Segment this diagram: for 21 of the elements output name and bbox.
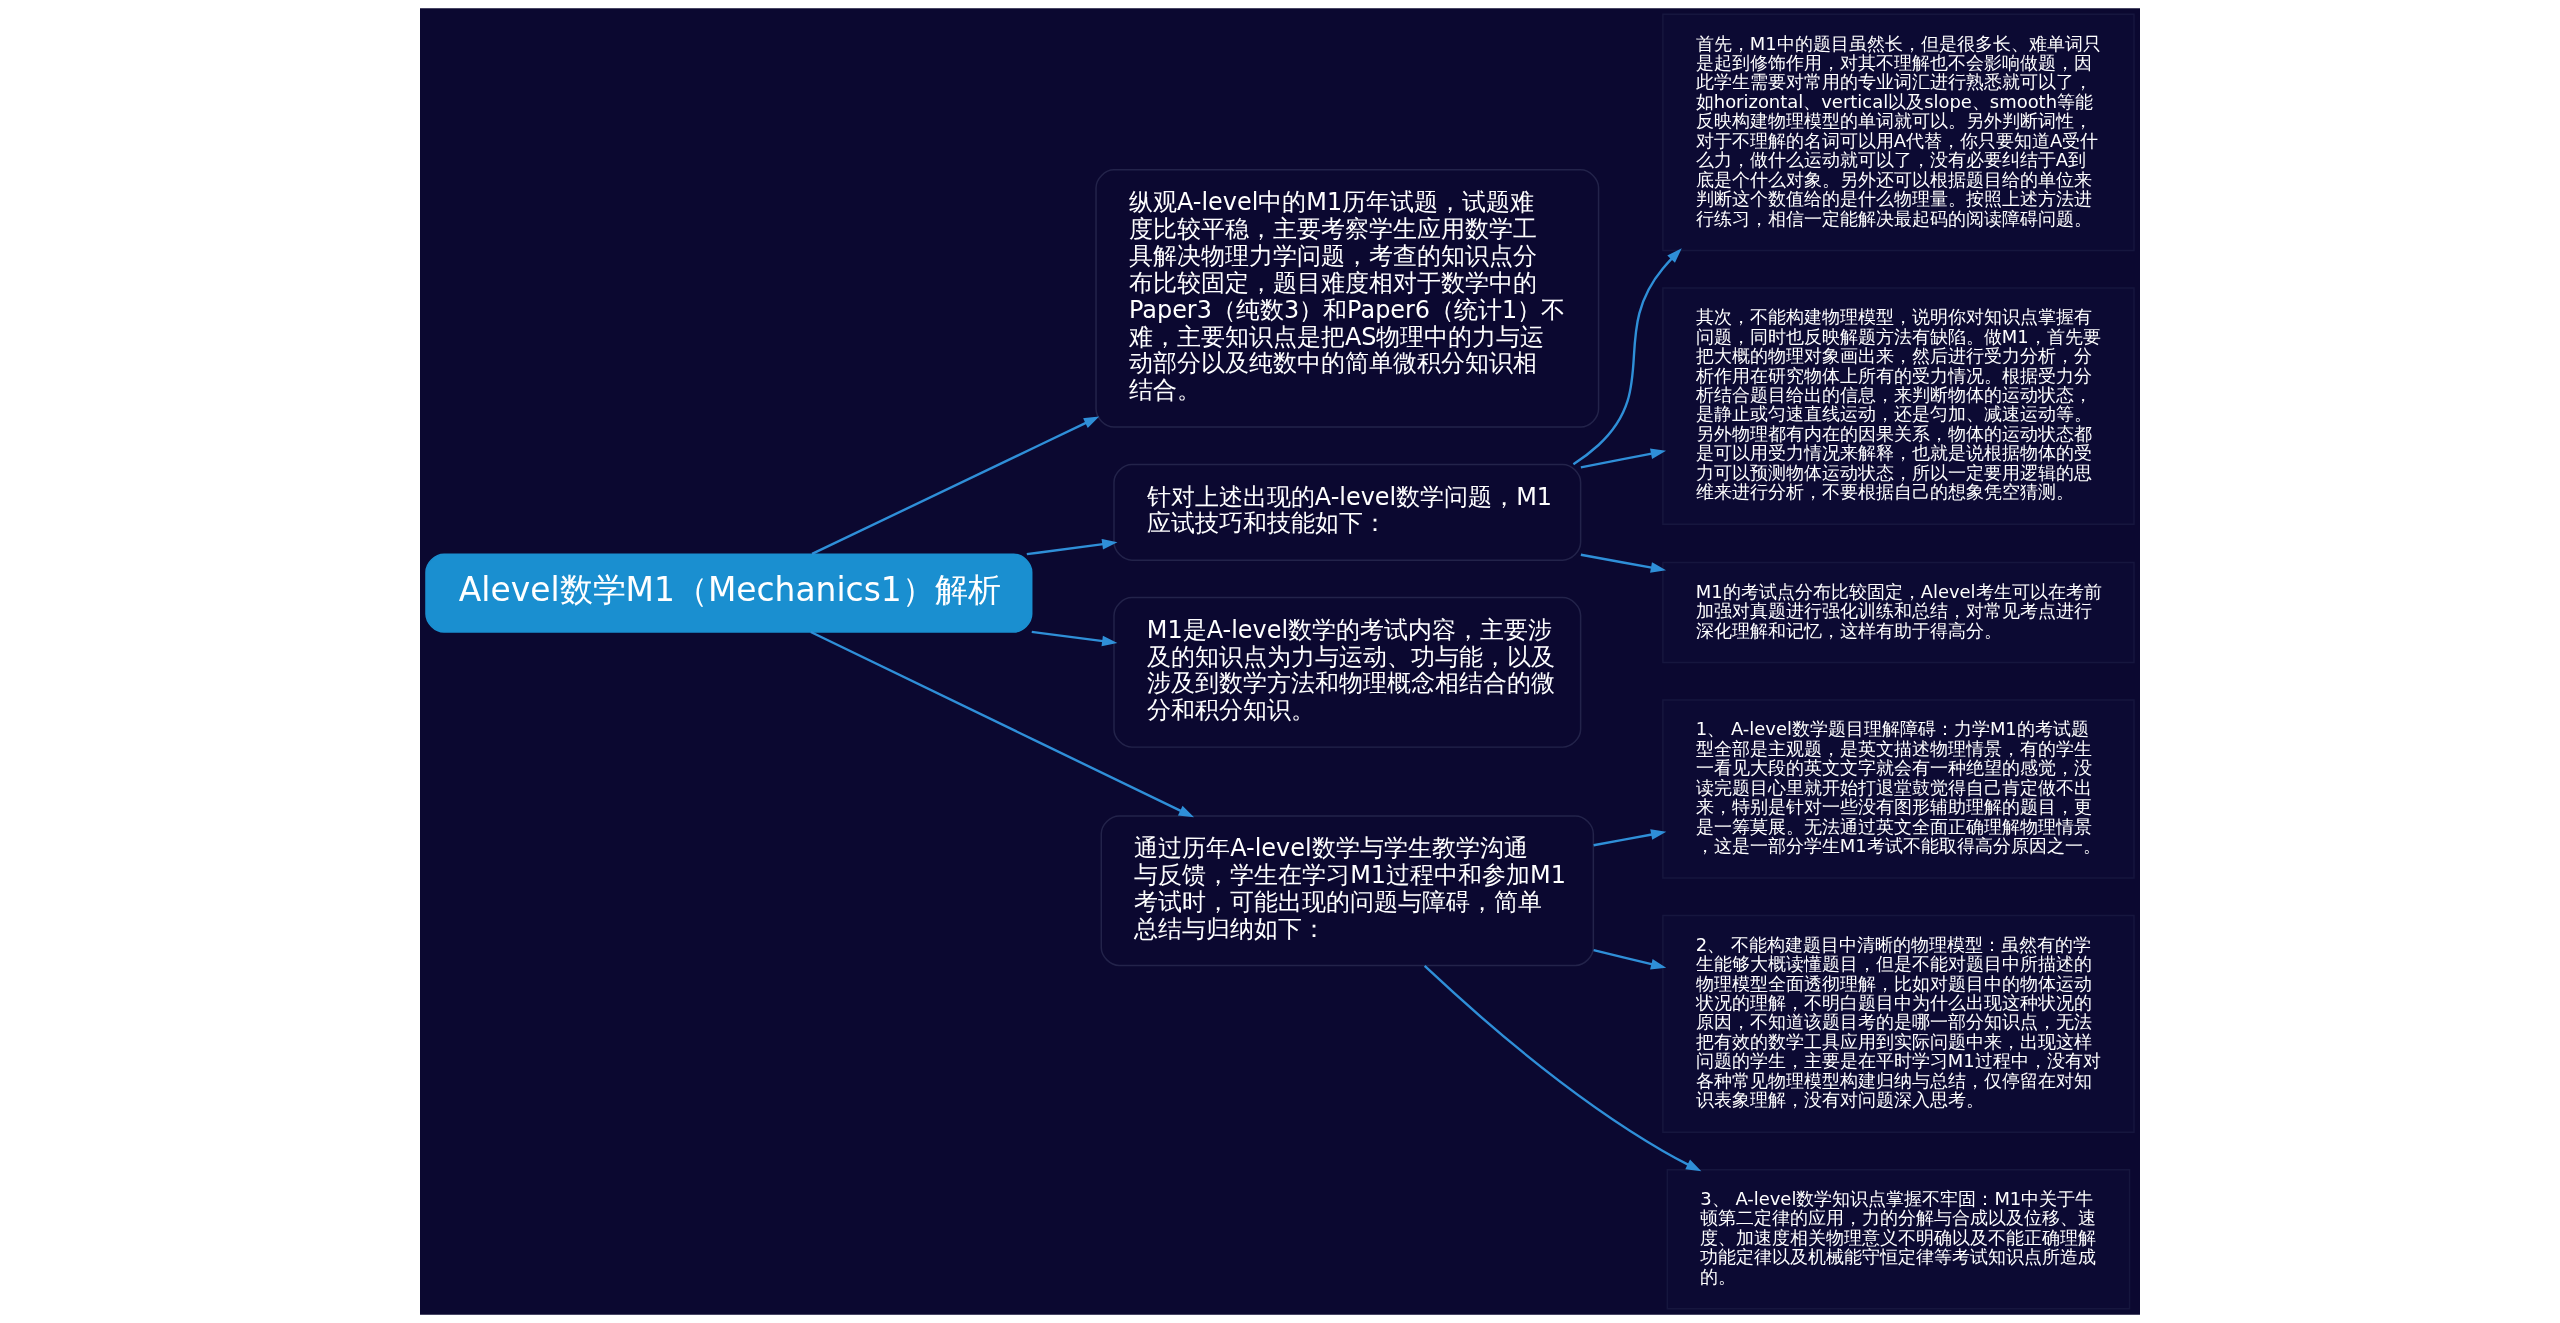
node-box: 首先，M1中的题目虽然长，但是很多长、难单词只是起到修饰作用，对其不理解也不会影响做题，因此学生需要对常用的专业词汇进行熟悉就可以了，如horizontal、vertical以及slope、smooth等能反映构建物理模型的单词就可以。另外判断词性，对于不理解的名词可以用A代替，你只要知道A受什么力，做什么运动就可以了，没有必要纠结于A到底是个什么对象。另外还可以根据题目给的单位来判断这个数值给的是什么物理量。按照上述方法进行练习，相信一定能解决最起码的阅读障碍问题。 bbox=[1662, 13, 2135, 252]
node-box: 针对上述出现的A-level数学问题，M1应试技巧和技能如下： bbox=[1113, 463, 1582, 561]
arrow bbox=[810, 630, 1195, 818]
arrow bbox=[1580, 553, 1667, 573]
node-box: M1是A-level数学的考试内容，主要涉及的知识点为力与运动、功与能，以及涉及到数学方法和物理概念相结合的微分和积分知识。 bbox=[1113, 596, 1582, 748]
arrow bbox=[1423, 965, 1702, 1172]
node-box: 2、 不能构建题目中清晰的物理模型：虽然有的学生能够大概读懂题目，但是不能对题目中所描述的物理模型全面透彻理解，比如对题目中的物体运动状况的理解，不明白题目中为什么出现这种状况的原因，不知道该题目考的是哪一部分知识点，无法把有效的数学工具应用到实际问题中来，出现这样问题的学生，主要是在平时学习M1过程中，没有对各种常见物理模型构建归纳与总结，仅停留在对知识表象理解，没有对问题深入思考。 bbox=[1662, 914, 2135, 1133]
node-box: 通过历年A-level数学与学生教学沟通与反馈，学生在学习M1过程中和参加M1考试时，可能出现的问题与障碍，简单总结与归纳如下： bbox=[1100, 815, 1595, 967]
node-box: Alevel数学M1（Mechanics1）解析 bbox=[425, 553, 1033, 633]
node-box: 纵观A-level中的M1历年试题，试题难度比较平稳，主要考察学生应用数学工具解决物理力学问题，考查的知识点分布比较固定，题目难度相对于数学中的Paper3（纯数3）和Paper6（统计1）不难，主要知识点是把AS物理中的力与运动部分以及纯数中的简单微积分知识相结合。 bbox=[1095, 169, 1600, 428]
arrow bbox=[1593, 949, 1667, 970]
arrow bbox=[1031, 630, 1118, 647]
arrow bbox=[1572, 248, 1682, 466]
node-box: 3、 A-level数学知识点掌握不牢固：M1中关于牛顿第二定律的应用，力的分解与合成以及位移、速度、加速度相关物理意义不明确以及不能正确理解功能定律以及机械能守恒定律等考试知识点所造成的。 bbox=[1666, 1168, 2131, 1310]
arrow bbox=[811, 416, 1100, 556]
arrow bbox=[1580, 448, 1667, 469]
node-box: 其次，不能构建物理模型，说明你对知识点掌握有问题，同时也反映解题方法有缺陷。做M1，首先要把大概的物理对象画出来，然后进行受力分析，分析作用在研究物体上所有的受力情况。根据受力分析结合题目给出的信息，来判断物体的运动状态，是静止或匀速直线运动，还是匀加、减速运动等。另外物理都有内在的因果关系，物体的运动状态都是可以用受力情况来解释，也就是说根据物体的受力可以预测物体运动状态，所以一定要用逻辑的思维来进行分析，不要根据自己的想象凭空猜测。 bbox=[1662, 287, 2135, 525]
node-box: 1、 A-level数学题目理解障碍：力学M1的考试题型全部是主观题，是英文描述物理情景，有的学生一看见大段的英文文字就会有一种绝望的感觉，没读完题目心里就开始打退堂鼓觉得自己肯定做不出来，特别是针对一些没有图形辅助理解的题目，更是一筹莫展。无法通过英文全面正确理解物理情景，这是一部分学生M1考试不能取得高分原因之一。 bbox=[1662, 699, 2135, 879]
arrow bbox=[1593, 829, 1667, 847]
node-box: M1的考试点分布比较固定，Alevel考生可以在考前加强对真题进行强化训练和总结，对常见考点进行深化理解和记忆，这样有助于得高分。 bbox=[1662, 561, 2135, 664]
arrow bbox=[1026, 538, 1118, 556]
